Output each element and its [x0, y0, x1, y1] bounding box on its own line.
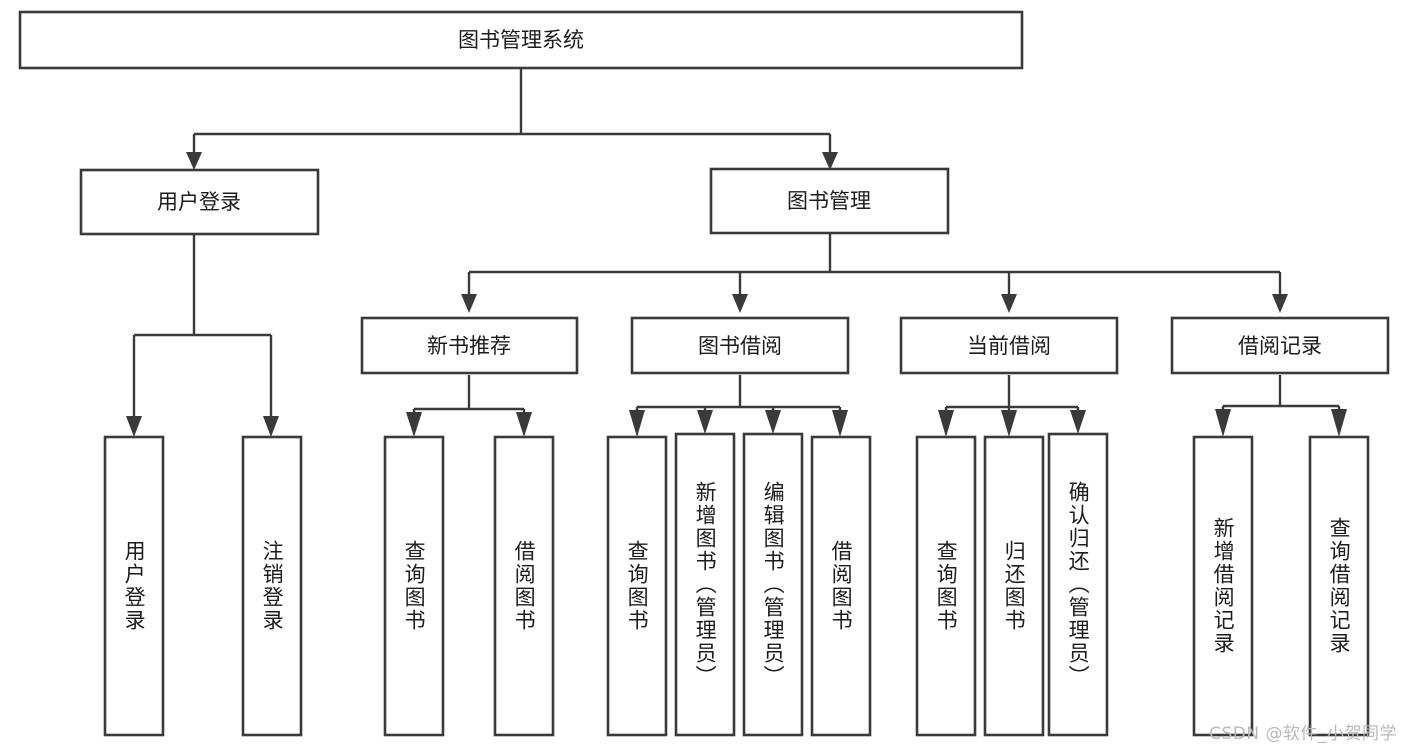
leaf-box-user-login-1[interactable]: [241, 435, 303, 737]
leaf-box-borrow-record-0[interactable]: [1192, 435, 1254, 737]
leaf-box-borrow-record-1[interactable]: [1308, 435, 1370, 737]
leaf-box-book-borrow-0[interactable]: [606, 435, 668, 737]
node-current-borrow-box[interactable]: [899, 316, 1119, 375]
arrow-head-book-borrow-leaf-1: [697, 410, 713, 434]
leaf-box-current-borrow-2[interactable]: [1047, 432, 1109, 737]
arrow-head-new-book: [461, 294, 477, 313]
node-root-label: 图书管理系统: [458, 28, 584, 52]
leaf-box-current-borrow-1[interactable]: [983, 435, 1045, 737]
node-new-book-label: 新书推荐: [427, 334, 511, 358]
connector-layer: [126, 68, 1347, 437]
arrow-head-borrow-record-leaf-0: [1215, 409, 1231, 437]
leaf-box-current-borrow-0[interactable]: [915, 435, 977, 737]
arrow-head-book-borrow-leaf-2: [765, 410, 781, 434]
arrow-head-book-borrow: [732, 294, 748, 313]
arrow-head-book-borrow-leaf-0: [629, 410, 645, 437]
arrow-head-current-borrow-leaf-0: [938, 410, 954, 437]
node-book-mgmt-box[interactable]: [709, 167, 950, 235]
arrow-head-user-login-leaf-1: [263, 416, 279, 437]
arrow-head-current-borrow-leaf-1: [1001, 410, 1017, 437]
arrow-head-book-borrow-leaf-3: [832, 410, 848, 437]
node-current-borrow-label: 当前借阅: [967, 334, 1051, 358]
node-book-mgmt-label: 图书管理: [787, 189, 871, 213]
leaf-box-new-book-1[interactable]: [493, 435, 555, 737]
node-new-book-box[interactable]: [360, 316, 579, 375]
leaf-box-user-login-0[interactable]: [103, 435, 165, 737]
node-root-box[interactable]: [18, 10, 1024, 70]
arrow-head-current-borrow: [1001, 294, 1017, 313]
node-borrow-record-box[interactable]: [1170, 316, 1390, 375]
leaf-box-book-borrow-3[interactable]: [810, 435, 872, 737]
node-book-borrow-label: 图书借阅: [698, 334, 782, 358]
leaf-box-book-borrow-1[interactable]: [674, 432, 736, 737]
arrow-head-user-login-leaf-0: [126, 416, 142, 437]
arrow-head-new-book-leaf-1: [516, 412, 532, 437]
node-book-borrow-box[interactable]: [630, 316, 850, 375]
arrow-head-user-login: [186, 152, 202, 170]
arrow-head-book-mgmt: [822, 152, 838, 170]
box-layer: 图书管理系统 用户登录 图书管理 新书推荐 图书借阅 当前借阅 借阅记录: [18, 10, 1390, 737]
leaf-box-book-borrow-2[interactable]: [742, 432, 804, 737]
node-user-login-box[interactable]: [79, 168, 320, 236]
leaf-box-new-book-0[interactable]: [383, 435, 445, 737]
arrow-head-borrow-record-leaf-1: [1331, 409, 1347, 437]
arrow-head-current-borrow-leaf-2: [1070, 410, 1086, 434]
node-borrow-record-label: 借阅记录: [1238, 334, 1322, 358]
arrow-head-borrow-record: [1272, 294, 1288, 313]
arrow-head-new-book-leaf-0: [406, 412, 422, 437]
node-user-login-label: 用户登录: [157, 190, 241, 214]
csdn-watermark: CSDN @软件_小贺同学: [1209, 724, 1397, 744]
